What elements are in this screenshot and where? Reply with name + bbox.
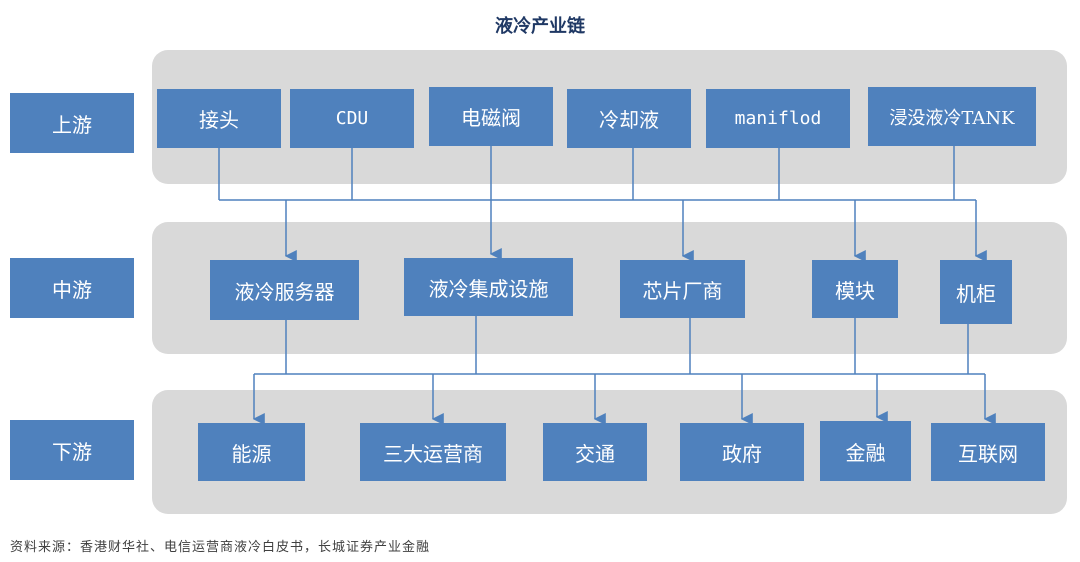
midstream-node-server: 液冷服务器	[210, 260, 359, 320]
upstream-node-coolant: 冷却液	[567, 89, 691, 148]
upstream-node-connector: 接头	[157, 89, 281, 148]
downstream-node-internet: 互联网	[931, 423, 1045, 481]
midstream-node-module: 模块	[812, 260, 898, 318]
midstream-node-chip-maker: 芯片厂商	[620, 260, 745, 318]
diagram-title: 液冷产业链	[495, 16, 585, 37]
upstream-node-solenoid-valve: 电磁阀	[429, 87, 553, 146]
downstream-node-energy: 能源	[198, 423, 305, 481]
upstream-node-cdu: CDU	[290, 89, 414, 148]
upstream-node-manifold: maniflod	[706, 89, 850, 148]
midstream-node-cabinet: 机柜	[940, 260, 1012, 324]
stage-label-upstream: 上游	[10, 93, 134, 153]
source-note: 资料来源：香港财华社、电信运营商液冷白皮书，长城证券产业金融	[10, 540, 431, 555]
stage-label-midstream: 中游	[10, 258, 134, 318]
downstream-node-government: 政府	[680, 423, 804, 481]
downstream-node-transport: 交通	[543, 423, 647, 481]
midstream-node-integrated-facility: 液冷集成设施	[404, 258, 573, 316]
downstream-node-finance: 金融	[820, 421, 911, 481]
downstream-node-carriers: 三大运营商	[360, 423, 506, 481]
stage-label-downstream: 下游	[10, 420, 134, 480]
upstream-node-immersion-tank: 浸没液冷TANK	[868, 87, 1036, 146]
